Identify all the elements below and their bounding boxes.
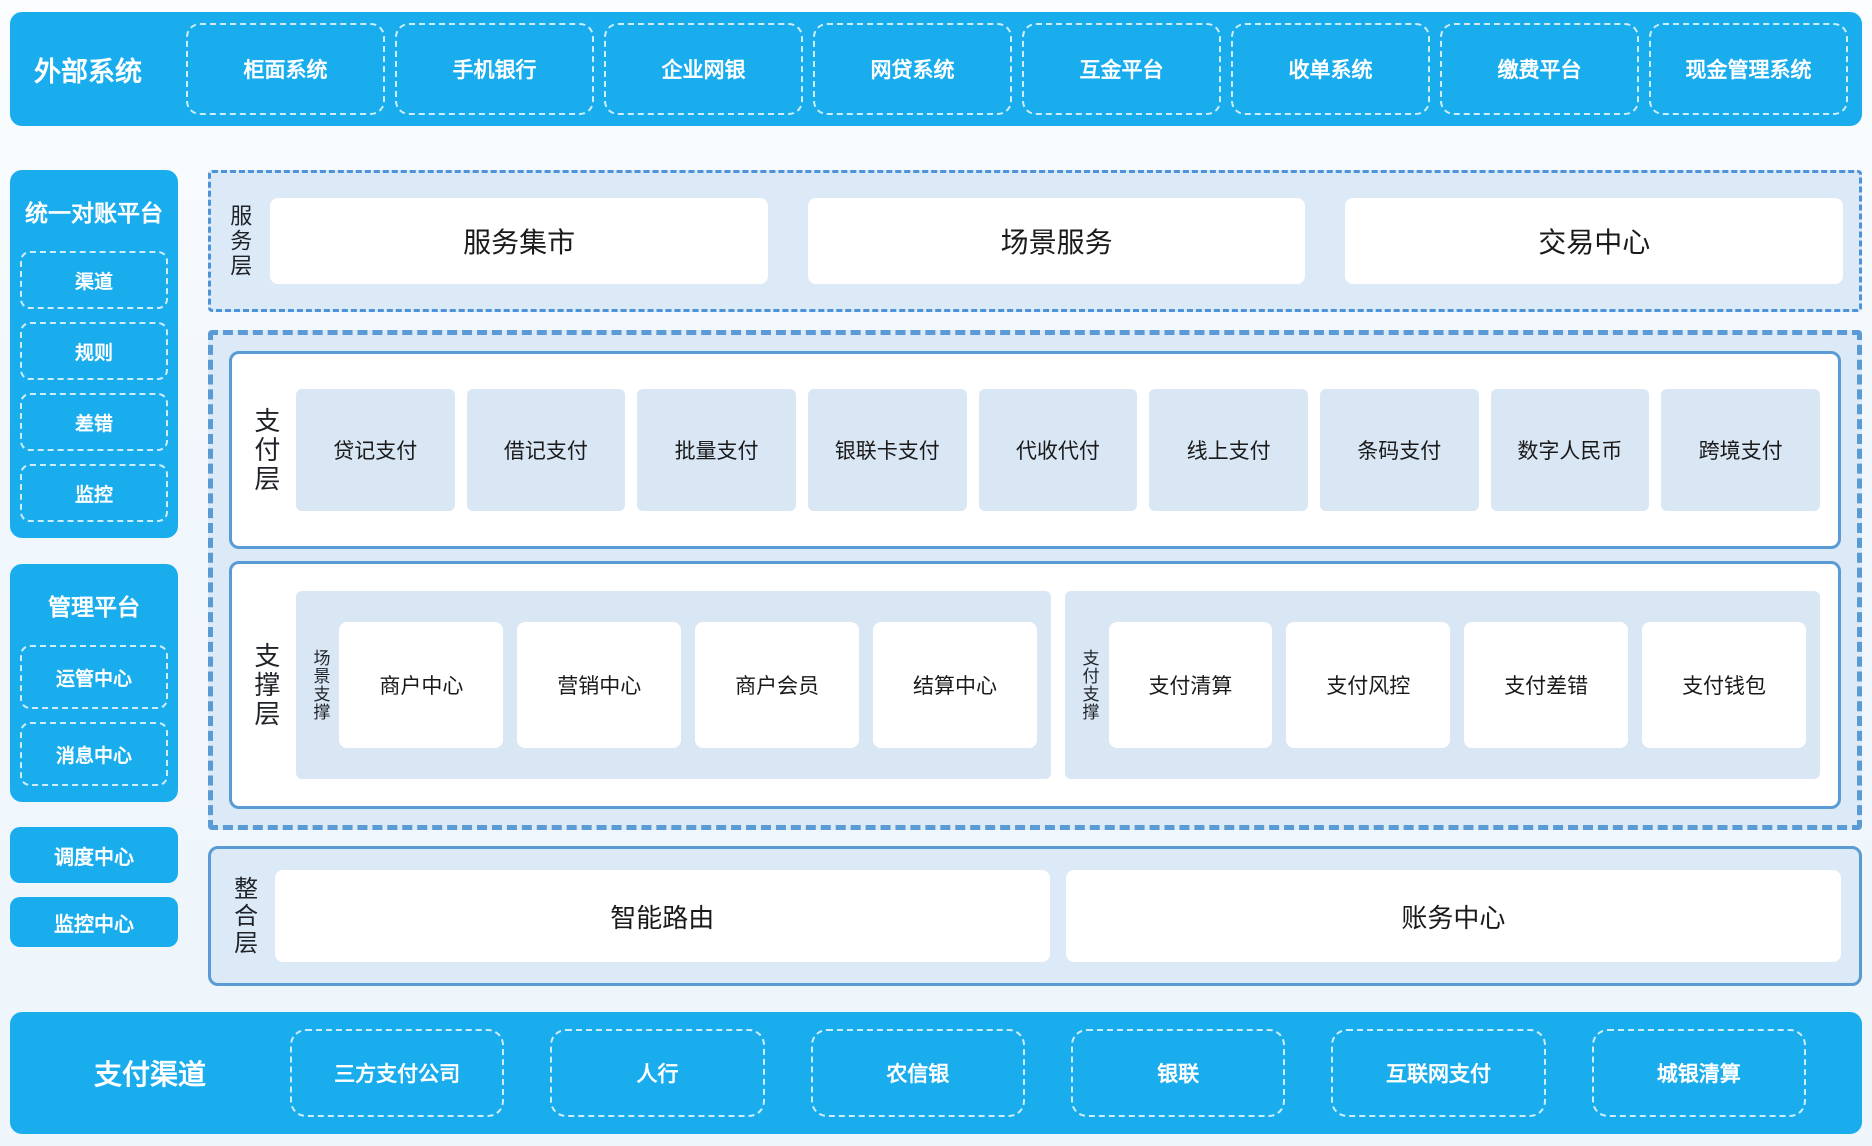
payment-channels-items: 三方支付公司人行农信银银联互联网支付城银清算 [290,1029,1806,1117]
management-platform-title: 管理平台 [20,574,168,632]
payment-node: 借记支付 [467,389,626,511]
external-system-node: 手机银行 [395,23,594,115]
left-column: 统一对账平台 渠道规则差错监控 管理平台 运管中心消息中心 调度中心 监控中心 [10,170,178,986]
payment-channel-node: 银联 [1071,1029,1285,1117]
integration-layer-items: 智能路由账务中心 [275,870,1841,962]
scene-support-node: 商户会员 [695,622,859,748]
reconciliation-node: 渠道 [20,251,168,309]
payment-channels-bar: 支付渠道 三方支付公司人行农信银银联互联网支付城银清算 [10,1012,1862,1134]
external-system-node: 现金管理系统 [1649,23,1848,115]
payment-channel-node: 人行 [550,1029,764,1117]
payment-support-node: 支付钱包 [1642,622,1806,748]
payment-support-label: 支付支撑 [1079,649,1099,721]
external-system-node: 缴费平台 [1440,23,1639,115]
external-system-node: 互金平台 [1022,23,1221,115]
payment-layer-label: 支付层 [250,407,280,494]
reconciliation-node: 差错 [20,393,168,451]
integration-node: 账务中心 [1066,870,1841,962]
external-systems-title: 外部系统 [34,50,186,89]
payment-support-group: 支付支撑 支付清算支付风控支付差错支付钱包 [1065,591,1820,779]
management-platform-panel: 管理平台 运管中心消息中心 [10,564,178,802]
integration-node: 智能路由 [275,870,1050,962]
payment-support-node: 支付清算 [1109,622,1273,748]
service-layer-items: 服务集市场景服务交易中心 [270,198,1843,284]
reconciliation-platform-panel: 统一对账平台 渠道规则差错监控 [10,170,178,538]
external-systems-items: 柜面系统手机银行企业网银网贷系统互金平台收单系统缴费平台现金管理系统 [186,23,1848,115]
support-layer-groups: 场景支撑 商户中心营销中心商户会员结算中心 支付支撑 支付清算支付风控支付差错支… [296,576,1820,794]
payment-channel-node: 三方支付公司 [290,1029,504,1117]
payment-support-items: 支付清算支付风控支付差错支付钱包 [1109,622,1807,748]
scene-support-group: 场景支撑 商户中心营销中心商户会员结算中心 [296,591,1051,779]
reconciliation-node: 规则 [20,322,168,380]
payment-node: 数字人民币 [1491,389,1650,511]
integration-layer-label: 整合层 [229,876,257,957]
support-layer: 支撑层 场景支撑 商户中心营销中心商户会员结算中心 支付支撑 [229,561,1841,809]
payment-support-node: 支付风控 [1286,622,1450,748]
payment-support-node: 支付差错 [1464,622,1628,748]
service-node: 交易中心 [1345,198,1843,284]
payment-channel-node: 城银清算 [1592,1029,1806,1117]
scheduling-center-node: 调度中心 [10,827,178,883]
scene-support-node: 商户中心 [339,622,503,748]
payment-node: 贷记支付 [296,389,455,511]
integration-layer: 整合层 智能路由账务中心 [208,846,1862,986]
service-layer: 服务层 服务集市场景服务交易中心 [208,170,1862,312]
payment-node: 银联卡支付 [808,389,967,511]
payment-channels-title: 支付渠道 [10,1053,290,1093]
external-system-node: 网贷系统 [813,23,1012,115]
payment-node: 跨境支付 [1661,389,1820,511]
payment-node: 代收代付 [979,389,1138,511]
management-node: 运管中心 [20,645,168,709]
payment-channel-node: 互联网支付 [1331,1029,1545,1117]
payment-layer: 支付层 贷记支付借记支付批量支付银联卡支付代收代付线上支付条码支付数字人民币跨境… [229,351,1841,549]
payment-node: 线上支付 [1149,389,1308,511]
scene-support-label: 场景支撑 [310,649,330,721]
management-node: 消息中心 [20,722,168,786]
middle-region: 统一对账平台 渠道规则差错监控 管理平台 运管中心消息中心 调度中心 监控中心 … [10,170,1862,986]
external-system-node: 企业网银 [604,23,803,115]
payment-layer-items: 贷记支付借记支付批量支付银联卡支付代收代付线上支付条码支付数字人民币跨境支付 [296,389,1820,511]
external-systems-bar: 外部系统 柜面系统手机银行企业网银网贷系统互金平台收单系统缴费平台现金管理系统 [10,12,1862,126]
service-layer-label: 服务层 [227,204,252,279]
reconciliation-node: 监控 [20,464,168,522]
payment-node: 条码支付 [1320,389,1479,511]
service-node: 场景服务 [808,198,1306,284]
main-column: 服务层 服务集市场景服务交易中心 支付层 贷记支付借记支付批量支付银联卡支付代收… [208,170,1862,986]
payment-channel-node: 农信银 [811,1029,1025,1117]
external-system-node: 收单系统 [1231,23,1430,115]
scene-support-items: 商户中心营销中心商户会员结算中心 [339,622,1037,748]
service-node: 服务集市 [270,198,768,284]
payment-support-frame: 支付层 贷记支付借记支付批量支付银联卡支付代收代付线上支付条码支付数字人民币跨境… [208,330,1862,830]
support-layer-label: 支撑层 [250,642,280,729]
scene-support-node: 营销中心 [517,622,681,748]
payment-node: 批量支付 [637,389,796,511]
monitoring-center-node: 监控中心 [10,897,178,947]
reconciliation-platform-title: 统一对账平台 [20,180,168,238]
external-system-node: 柜面系统 [186,23,385,115]
scene-support-node: 结算中心 [873,622,1037,748]
